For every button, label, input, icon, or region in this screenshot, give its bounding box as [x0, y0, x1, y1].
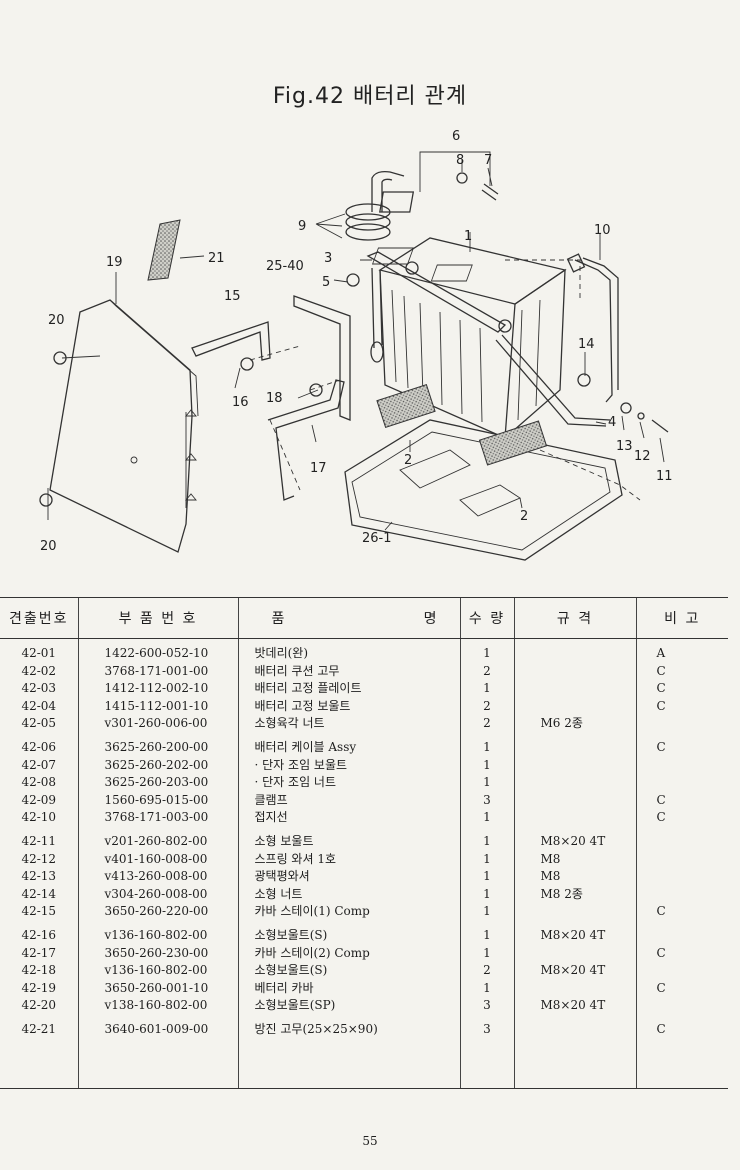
vibration-rubber	[147, 219, 181, 281]
callout-2-right: 2	[520, 509, 528, 524]
cable-clamps	[345, 170, 415, 241]
callout-12: 12	[634, 449, 651, 464]
callout-15: 15	[224, 289, 241, 304]
callout-3: 3	[324, 251, 332, 266]
battery-body	[371, 237, 567, 439]
header-name-right: 명	[423, 611, 439, 627]
cushion-rubber-1	[376, 384, 436, 428]
leader-lines	[47, 151, 665, 531]
callout-20-bottom: 20	[40, 539, 57, 554]
callout-26-1: 26-1	[362, 531, 392, 546]
figure-title: Fig.42 배터리 관계	[272, 84, 468, 109]
callout-13: 13	[616, 439, 633, 454]
callout-21: 21	[208, 251, 225, 266]
callout-18: 18	[266, 391, 283, 406]
battery-cover	[49, 299, 199, 553]
callout-20-top: 20	[48, 313, 65, 328]
header-qty: 수 량	[459, 597, 514, 639]
table-header-row: 견출번호 부 품 번 호 품 명 수 량 규 격 비 고	[0, 597, 728, 639]
header-part-name: 품 명	[237, 597, 460, 639]
callout-5: 5	[322, 275, 330, 290]
callout-17: 17	[310, 461, 327, 476]
battery-fixing-plate	[366, 251, 611, 427]
callout-16: 16	[232, 395, 249, 410]
callout-8: 8	[456, 153, 464, 168]
page-number: 55	[362, 1134, 378, 1148]
table-filler-row	[0, 1038, 728, 1090]
callout-2-left: 2	[404, 453, 412, 468]
callout-14: 14	[578, 337, 595, 352]
callout-10: 10	[594, 223, 611, 238]
cushion-rubber-2	[478, 420, 548, 466]
header-spec: 규 격	[513, 597, 636, 639]
callout-11: 11	[656, 469, 673, 484]
cover-stay-parts	[191, 295, 351, 501]
ground-strap	[505, 253, 619, 403]
callout-19: 19	[106, 255, 123, 270]
header-name-left: 품	[271, 611, 287, 627]
callout-25-40: 25-40	[266, 259, 304, 274]
exploded-parts-diagram: 6 8 7 9 1 10 21 19 25-40 3 5 15 20 14 16…	[39, 129, 673, 561]
battery-tray	[344, 419, 641, 561]
header-note: 비 고	[635, 597, 728, 639]
callout-4: 4	[608, 415, 616, 430]
callout-6: 6	[452, 129, 460, 144]
callout-7: 7	[484, 153, 492, 168]
callout-9: 9	[298, 219, 306, 234]
header-item-no: 견출번호	[0, 597, 78, 639]
header-part-no: 부 품 번 호	[77, 597, 238, 639]
callout-1: 1	[464, 229, 472, 244]
